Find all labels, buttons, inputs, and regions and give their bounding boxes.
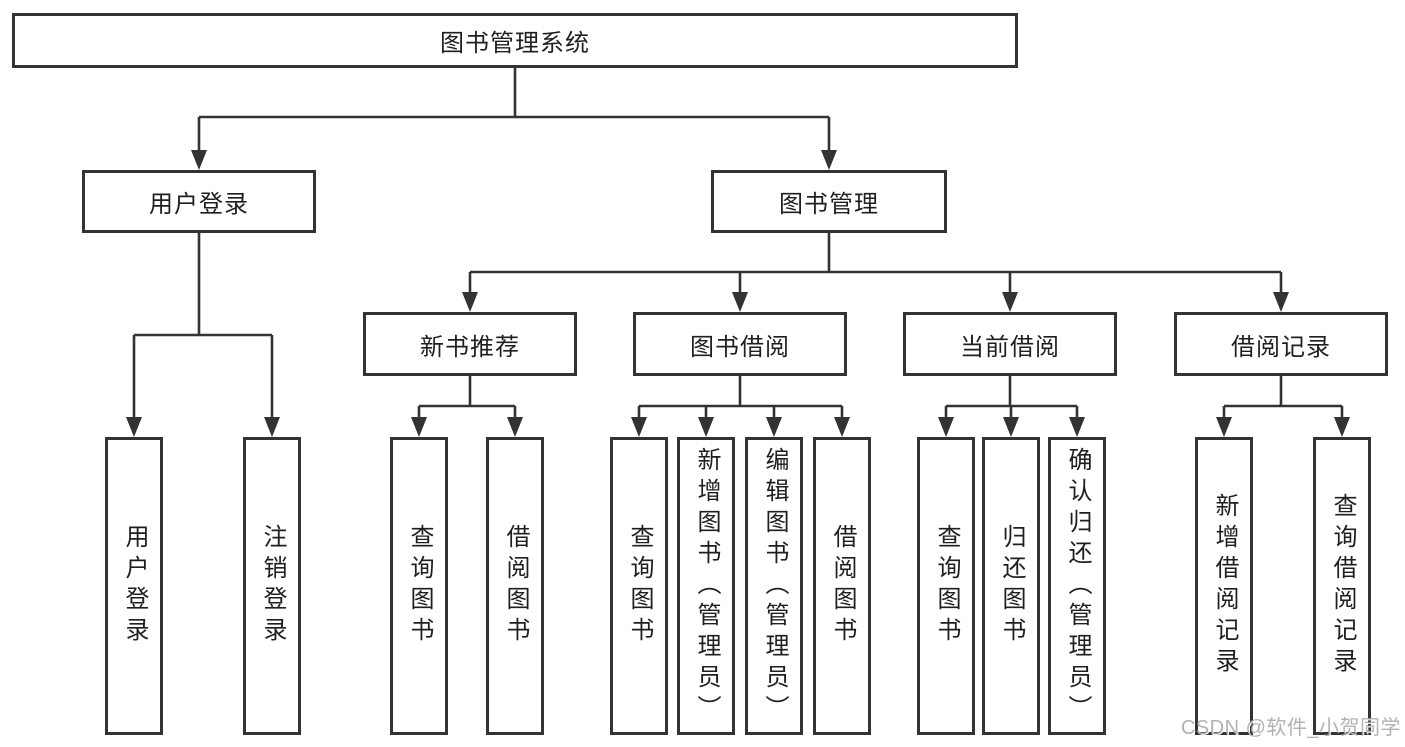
leaf-borrow-books-borrow: 借阅图书	[813, 437, 871, 735]
arrowhead	[834, 417, 850, 437]
arrowhead	[1216, 417, 1232, 437]
arrowhead	[1002, 292, 1018, 312]
arrowhead	[411, 417, 427, 437]
node-book-borrow-label: 图书借阅	[690, 333, 790, 361]
node-new-book-recommend-label: 新书推荐	[420, 333, 520, 361]
leaf-borrow-books-borrow-label: 借阅图书	[829, 524, 856, 648]
arrowhead	[631, 417, 647, 437]
node-root-label: 图书管理系统	[440, 30, 590, 57]
leaf-query-books-borrow-label: 查询图书	[626, 524, 653, 648]
leaf-add-borrow-record-label: 新增借阅记录	[1211, 493, 1238, 679]
leaf-query-books-borrow: 查询图书	[610, 437, 668, 735]
leaf-add-borrow-record: 新增借阅记录	[1195, 437, 1253, 735]
leaf-add-book-admin-label: 新增图书（管理员）	[693, 446, 720, 726]
leaf-borrow-books-recommend: 借阅图书	[486, 437, 544, 735]
arrowhead	[766, 417, 782, 437]
node-current-borrow-label: 当前借阅	[960, 333, 1060, 361]
leaf-edit-book-admin-label: 编辑图书（管理员）	[761, 446, 788, 726]
arrowhead	[1334, 417, 1350, 437]
leaf-query-borrow-record: 查询借阅记录	[1313, 437, 1371, 735]
leaf-logout-label: 注销登录	[259, 524, 286, 648]
leaf-user-login-label: 用户登录	[121, 524, 148, 648]
leaf-add-book-admin: 新增图书（管理员）	[677, 437, 735, 735]
node-book-management-label: 图书管理	[779, 191, 879, 218]
arrowhead	[1069, 417, 1085, 437]
node-borrow-records: 借阅记录	[1174, 312, 1388, 376]
connector-book-borrow-to-leaves	[631, 376, 850, 437]
arrowhead	[821, 150, 837, 170]
arrowhead	[462, 292, 478, 312]
arrowhead	[732, 292, 748, 312]
leaf-confirm-return-admin-label: 确认归还（管理员）	[1064, 446, 1091, 726]
leaf-query-books-recommend: 查询图书	[390, 437, 448, 735]
connector-current-borrow-to-leaves	[938, 376, 1085, 437]
connector-new-book-to-leaves	[411, 376, 523, 437]
arrowhead	[191, 150, 207, 170]
arrowhead	[126, 417, 142, 437]
connector-user-login-to-leaves	[126, 233, 280, 437]
leaf-user-login: 用户登录	[105, 437, 163, 735]
leaf-query-books-current-label: 查询图书	[933, 524, 960, 648]
node-user-login: 用户登录	[82, 170, 316, 233]
csdn-watermark: CSDN @软件_小贺同学	[1180, 717, 1401, 739]
node-borrow-records-label: 借阅记录	[1231, 333, 1331, 361]
leaf-query-books-current: 查询图书	[917, 437, 975, 735]
leaf-query-books-recommend-label: 查询图书	[406, 524, 433, 648]
arrowhead	[507, 417, 523, 437]
leaf-edit-book-admin: 编辑图书（管理员）	[745, 437, 803, 735]
leaf-logout: 注销登录	[243, 437, 301, 735]
arrowhead	[1273, 292, 1289, 312]
connector-book-management-to-level3	[462, 233, 1289, 312]
leaf-query-borrow-record-label: 查询借阅记录	[1329, 493, 1356, 679]
node-user-login-label: 用户登录	[149, 191, 249, 218]
node-book-borrow: 图书借阅	[633, 312, 847, 376]
arrowhead	[1003, 417, 1019, 437]
node-root-system: 图书管理系统	[12, 13, 1018, 68]
connector-borrow-records-to-leaves	[1216, 376, 1350, 437]
leaf-return-book-label: 归还图书	[998, 524, 1025, 648]
arrowhead	[264, 417, 280, 437]
node-book-management: 图书管理	[711, 170, 947, 233]
arrowhead	[698, 417, 714, 437]
node-new-book-recommend: 新书推荐	[363, 312, 577, 376]
connector-root-to-level2	[191, 68, 837, 170]
node-current-borrow: 当前借阅	[903, 312, 1117, 376]
leaf-borrow-books-recommend-label: 借阅图书	[502, 524, 529, 648]
leaf-return-book: 归还图书	[982, 437, 1040, 735]
arrowhead	[938, 417, 954, 437]
leaf-confirm-return-admin: 确认归还（管理员）	[1048, 437, 1106, 735]
